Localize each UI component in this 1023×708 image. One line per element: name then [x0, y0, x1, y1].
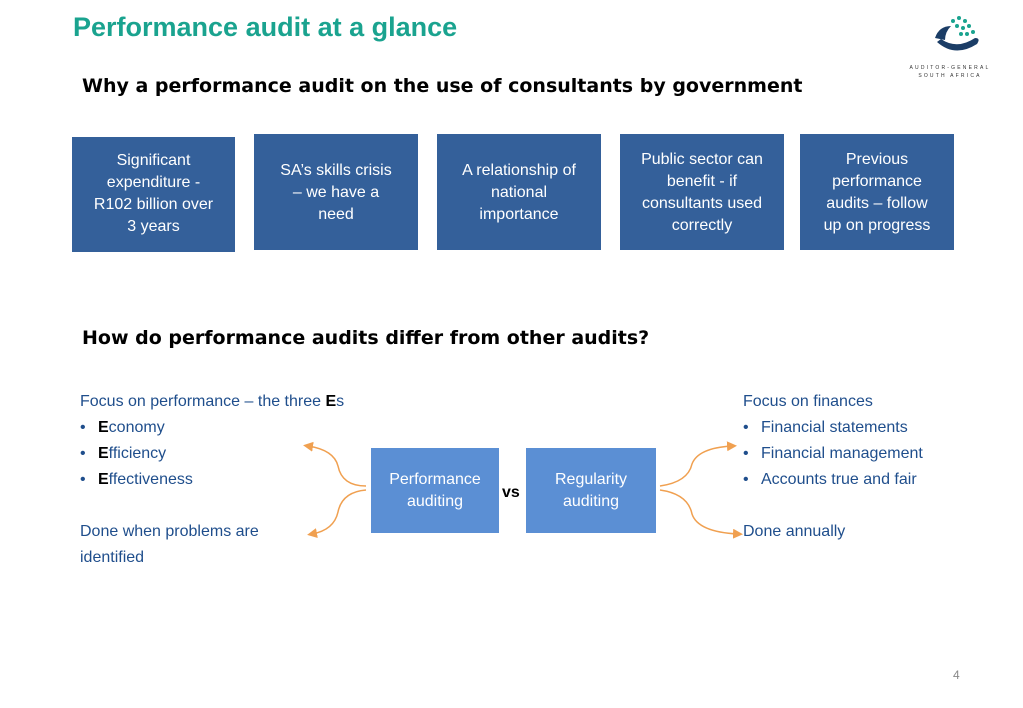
reason-box-line: need	[318, 206, 354, 223]
item-text: conomy	[108, 419, 165, 436]
done-annually-line: Done annually	[743, 523, 846, 540]
reason-box-5: Previous performance audits – follow up on …	[800, 134, 954, 250]
regularity-audit-column: Focus on finances •Financial statements …	[743, 389, 923, 545]
item-text: Accounts true and fair	[761, 471, 917, 488]
reason-box-line: correctly	[671, 217, 733, 234]
performance-focus-line: Focus on performance – the three Es	[80, 389, 344, 415]
arrow-left-down-icon	[307, 489, 367, 539]
reason-box-line: A relationship of	[462, 162, 576, 179]
arrow-right-down-icon	[659, 489, 743, 539]
item-bold-letter: E	[98, 419, 109, 436]
list-item: • Accounts true and fair	[743, 467, 923, 493]
reason-box-line: R102 billion over	[93, 196, 214, 213]
reason-box-line: 3 years	[127, 218, 180, 235]
bullet-icon: •	[743, 471, 749, 488]
reason-box-line: benefit - if	[666, 173, 738, 190]
reason-box-line: Significant	[116, 152, 191, 169]
regularity-focus-line: Focus on finances	[743, 393, 873, 410]
reason-box-line: up on progress	[823, 217, 931, 234]
page-number: 4	[953, 668, 960, 682]
bullet-icon: •	[80, 419, 86, 436]
bullet-icon: •	[80, 471, 86, 488]
arrow-left-up-icon	[303, 441, 367, 487]
reason-box-line: performance	[832, 173, 922, 190]
bullet-icon: •	[743, 445, 749, 462]
item-text: Financial management	[761, 445, 923, 462]
performance-box-line: auditing	[406, 492, 464, 510]
logo-text-line2: SOUTH AFRICA	[918, 73, 982, 79]
reason-box-2: SA’s skills crisis – we have a need	[254, 134, 418, 250]
item-text: ffectiveness	[108, 471, 193, 488]
focus-text: Focus on performance – the three	[80, 393, 326, 410]
reason-box-1: Significant expenditure - R102 billion ove…	[72, 137, 235, 252]
bullet-icon: •	[80, 445, 86, 462]
reason-box-line: audits – follow	[826, 195, 928, 212]
regularity-box-line: auditing	[562, 492, 620, 510]
list-item: • Efficiency	[80, 441, 344, 467]
list-item: • Effectiveness	[80, 467, 344, 493]
logo: AUDITOR-GENERAL SOUTH AFRICA	[905, 12, 995, 79]
item-text: fficiency	[108, 445, 167, 462]
page-title: Performance audit at a glance	[73, 12, 458, 42]
done-when-line1: Done when problems are	[80, 523, 259, 540]
reason-box-line: national	[490, 184, 548, 201]
bullet-icon: •	[743, 419, 749, 436]
section1-heading: Why a performance audit on the use of co…	[82, 75, 803, 97]
focus-suffix: s	[336, 393, 345, 410]
list-item: • Financial management	[743, 441, 923, 467]
arrow-right-up-icon	[659, 441, 737, 487]
item-bold-letter: E	[98, 471, 109, 488]
item-text: Financial statements	[761, 419, 908, 436]
done-when-line2: identified	[80, 549, 145, 566]
item-bold-letter: E	[98, 445, 109, 462]
vs-label: vs	[502, 484, 520, 501]
performance-auditing-box: Performance auditing	[371, 448, 499, 533]
reason-box-line: expenditure -	[106, 174, 201, 191]
focus-bold-e: E	[325, 393, 337, 410]
regularity-box-line: Regularity	[554, 470, 628, 488]
performance-audit-column: Focus on performance – the three Es • Eco…	[80, 389, 344, 571]
reason-box-line: Previous	[845, 151, 909, 168]
reason-box-3: A relationship of national importance	[437, 134, 601, 250]
list-item: • Financial statements	[743, 415, 923, 441]
performance-box-line: Performance	[389, 470, 481, 488]
list-item: • Economy	[80, 415, 344, 441]
reason-box-line: – we have a	[292, 184, 380, 201]
reason-box-line: SA’s skills crisis	[280, 162, 392, 179]
reason-box-line: importance	[479, 206, 559, 223]
logo-text-line1: AUDITOR-GENERAL	[909, 65, 991, 71]
reason-box-line: Public sector can	[641, 151, 763, 168]
regularity-auditing-box: Regularity auditing	[526, 448, 656, 533]
section2-heading: How do performance audits differ from ot…	[82, 327, 650, 349]
logo-emblem-icon	[935, 16, 979, 51]
reason-box-4: Public sector can benefit - if consultants…	[620, 134, 784, 250]
reason-box-line: consultants used	[641, 195, 763, 212]
